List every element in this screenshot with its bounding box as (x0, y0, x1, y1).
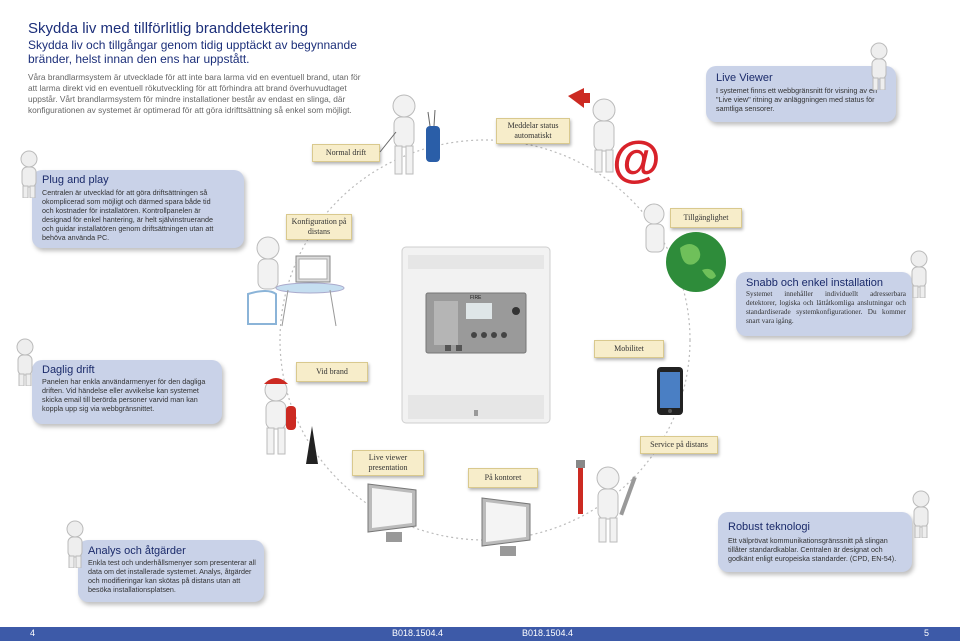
footer-page-right: 5 (924, 628, 930, 638)
card-robust-title: Robust teknologi (728, 521, 810, 533)
footer-code-left: B018.1504.4 (392, 628, 444, 638)
smartphone-icon (657, 367, 683, 415)
card-daglig-drift: Daglig drift Panelen har enkla användarm… (32, 360, 222, 424)
megaphone-figure-icon (568, 88, 616, 173)
thinking-figure-icon (16, 338, 34, 386)
tag-konfiguration: Konfiguration på distans (286, 214, 352, 240)
card-robust-teknologi: Robust teknologi Ett välprövat kommunika… (718, 512, 912, 572)
tag-normal-drift: Normal drift (312, 144, 380, 162)
tag-service-pa-distans: Service på distans (640, 436, 718, 454)
footer-page-left: 4 (30, 628, 36, 638)
card-robust-body: Ett välprövat kommunikationsgränssnitt p… (728, 536, 897, 563)
card-analys-body: Enkla test och underhållsmenyer som pres… (88, 558, 256, 594)
card-plug-and-play-body: Centralen är utvecklad för att göra drif… (42, 188, 214, 242)
card-snabb-body: Systemet innehåller individuellt adresse… (746, 290, 906, 325)
page-subtitle: Skydda liv och tillgångar genom tidig up… (28, 38, 357, 66)
card-live-viewer: Live Viewer I systemet finns ett webbgrä… (706, 66, 896, 122)
computer-desk-figure-icon (247, 236, 345, 327)
fire-alarm-panel: FIRE (400, 245, 552, 425)
tag-mobilitet: Mobilitet (594, 340, 664, 358)
card-analys-title: Analys och åtgärder (88, 545, 186, 557)
at-sign-icon: @ (612, 131, 661, 187)
golfer-figure-icon (379, 94, 440, 175)
tag-live-viewer-presentation: Live viewer presentation (352, 450, 424, 476)
thinking-figure-icon (912, 490, 930, 538)
thinking-figure-icon (910, 250, 928, 298)
card-snabb-installation: Snabb och enkel installation Systemet in… (736, 272, 912, 336)
page-title: Skydda liv med tillförlitlig branddetekt… (28, 20, 309, 37)
card-plug-and-play-title: Plug and play (42, 174, 109, 186)
card-live-viewer-title: Live Viewer (716, 72, 773, 84)
card-snabb-title: Snabb och enkel installation (746, 277, 883, 289)
thinking-figure-icon (66, 520, 84, 568)
page-footer: 4 B018.1504.4 B018.1504.4 5 (0, 627, 960, 641)
card-daglig-title: Daglig drift (42, 364, 95, 376)
thinking-figure-icon (20, 150, 38, 198)
intro-text: Våra brandlarmsystem är utvecklade för a… (28, 72, 361, 115)
tag-pa-kontoret: På kontoret (468, 468, 538, 488)
service-tools-figure-icon (576, 460, 637, 543)
panel-brand: FIRE (470, 295, 482, 301)
card-analys-atgarder: Analys och åtgärder Enkla test och under… (78, 540, 264, 602)
tag-tillganglighet: Tillgänglighet (670, 208, 742, 228)
globe-figure-icon (643, 203, 726, 292)
tag-vid-brand: Vid brand (296, 362, 368, 382)
footer-code-right: B018.1504.4 (522, 628, 574, 638)
card-plug-and-play: Plug and play Centralen är utvecklad för… (32, 170, 244, 248)
thinking-figure-icon (870, 42, 888, 90)
card-live-viewer-body: I systemet finns ett webbgränsnitt för v… (716, 86, 877, 113)
monitor-icon (481, 497, 531, 556)
card-daglig-body: Panelen har enkla användarmenyer för den… (42, 377, 206, 413)
fire-extinguisher-figure-icon (264, 378, 318, 464)
monitor-icon (367, 483, 417, 542)
tag-meddelar-status: Meddelar status automatiskt (496, 118, 570, 144)
